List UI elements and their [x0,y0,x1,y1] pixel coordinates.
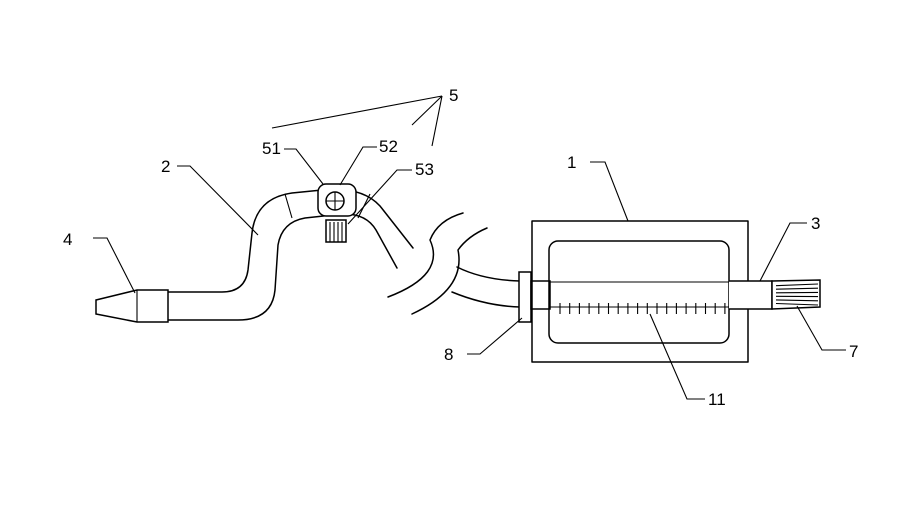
label-8: 8 [444,345,453,364]
label-7: 7 [849,342,858,361]
label-1: 1 [567,153,576,172]
clamp-body-51 [318,184,356,216]
label-4: 4 [63,230,72,249]
connector-8 [519,272,550,322]
end-cone-7 [772,280,820,309]
label-51: 51 [262,139,281,158]
outlet-3 [729,281,772,309]
clamp-5 [318,184,356,242]
label-5: 5 [449,86,458,105]
label-3: 3 [811,214,820,233]
tip-4 [96,290,168,322]
label-2: 2 [161,157,170,176]
label-11: 11 [708,390,726,409]
leader-lines [93,96,846,399]
label-52: 52 [379,137,398,156]
scale-11 [560,303,725,314]
label-53: 53 [415,160,434,179]
housing-1 [532,221,748,362]
clamp-teeth-53 [326,220,346,242]
